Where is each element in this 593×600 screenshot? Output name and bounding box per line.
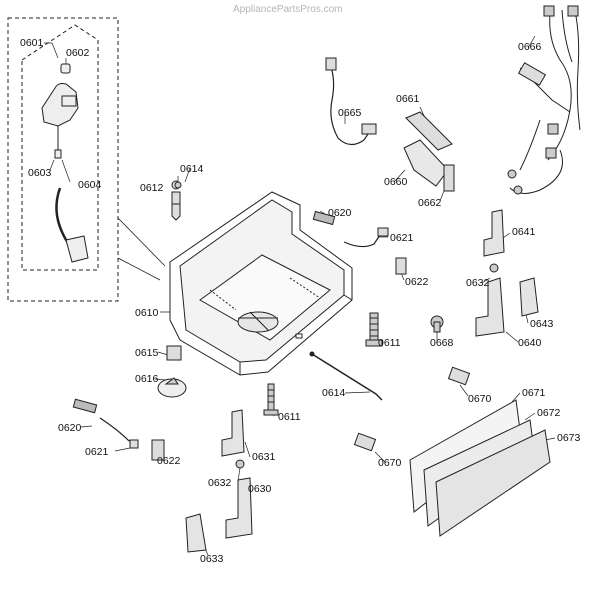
screw-0612 [171, 180, 181, 221]
inset-frame-0601 [7, 17, 119, 302]
label-0668: 0668 [430, 337, 454, 349]
clip-0670-right [447, 366, 471, 386]
label-0641: 0641 [512, 226, 536, 238]
cable-0621-top [343, 231, 383, 248]
cable-end-0614 [309, 351, 315, 357]
hinge-0640 [475, 277, 505, 337]
label-0616: 0616 [135, 373, 159, 385]
label-0614-top: 0614 [180, 163, 204, 175]
part-0661 [405, 111, 453, 151]
inset-connector-lines [117, 217, 166, 281]
foot-0611-right [365, 312, 383, 347]
bracket-0633-left [185, 513, 207, 553]
label-0671: 0671 [522, 387, 546, 399]
label-0620-top: 0620 [328, 207, 352, 219]
label-0611-right: 0611 [378, 337, 401, 349]
label-0622-top: 0622 [405, 276, 429, 288]
label-0612: 0612 [140, 182, 164, 194]
label-0630: 0630 [248, 483, 272, 495]
label-0622-bottom: 0622 [157, 455, 181, 467]
clip-0622-top [395, 257, 407, 275]
label-0660: 0660 [384, 176, 408, 188]
plug-0621-top [377, 227, 389, 237]
label-0621-bottom: 0621 [85, 446, 109, 458]
cable-0665 [329, 63, 373, 146]
label-0670-left: 0670 [378, 457, 402, 469]
base-tub-0610 [169, 191, 353, 376]
label-0640: 0640 [518, 337, 542, 349]
label-0672: 0672 [537, 407, 561, 419]
label-0633: 0633 [200, 553, 224, 565]
part-0660 [403, 139, 449, 187]
label-0621-top: 0621 [390, 232, 414, 244]
hinge-0631 [221, 409, 245, 457]
nut-0614-top [174, 181, 182, 189]
label-0665: 0665 [338, 107, 362, 119]
part-0615 [166, 345, 182, 361]
label-0666: 0666 [518, 41, 542, 53]
label-0670-right: 0670 [468, 393, 492, 405]
part-0662 [443, 164, 455, 192]
spring-0632-left [235, 459, 245, 469]
label-0604: 0604 [78, 179, 102, 191]
label-0643: 0643 [530, 318, 554, 330]
hinge-0630 [225, 477, 253, 539]
label-0632-left: 0632 [208, 477, 232, 489]
heater-0620-top [312, 210, 336, 226]
plug-0621-bottom [129, 439, 139, 449]
bracket-0643 [519, 277, 539, 317]
label-0611-center: 0611 [278, 411, 301, 423]
clip-0622-bottom [151, 439, 165, 461]
spring-0632-right [489, 263, 499, 273]
water-valve-assembly [41, 63, 89, 263]
label-0632-right: 0632 [466, 277, 490, 289]
cable-0621-bottom [99, 417, 135, 445]
wire-harness-0666 [507, 5, 581, 195]
hinge-0641 [483, 209, 505, 257]
kickplate-0673 [435, 429, 551, 537]
clip-0670-left [353, 432, 377, 452]
label-0631: 0631 [252, 451, 276, 463]
part-0668 [430, 315, 444, 333]
label-0610: 0610 [135, 307, 159, 319]
label-0615: 0615 [135, 347, 159, 359]
label-0614-bottom: 0614 [322, 387, 346, 399]
label-0603: 0603 [28, 167, 52, 179]
label-0662: 0662 [418, 197, 442, 209]
label-0673: 0673 [557, 432, 581, 444]
label-0661: 0661 [396, 93, 420, 105]
foot-0611-center [263, 383, 279, 416]
watermark: AppliancePartsPros.com [233, 4, 343, 15]
cable-0614 [311, 353, 383, 401]
label-0602: 0602 [66, 47, 90, 59]
heater-0620-bottom [72, 398, 98, 414]
label-0601: 0601 [20, 37, 44, 49]
label-0620-bottom: 0620 [58, 422, 82, 434]
